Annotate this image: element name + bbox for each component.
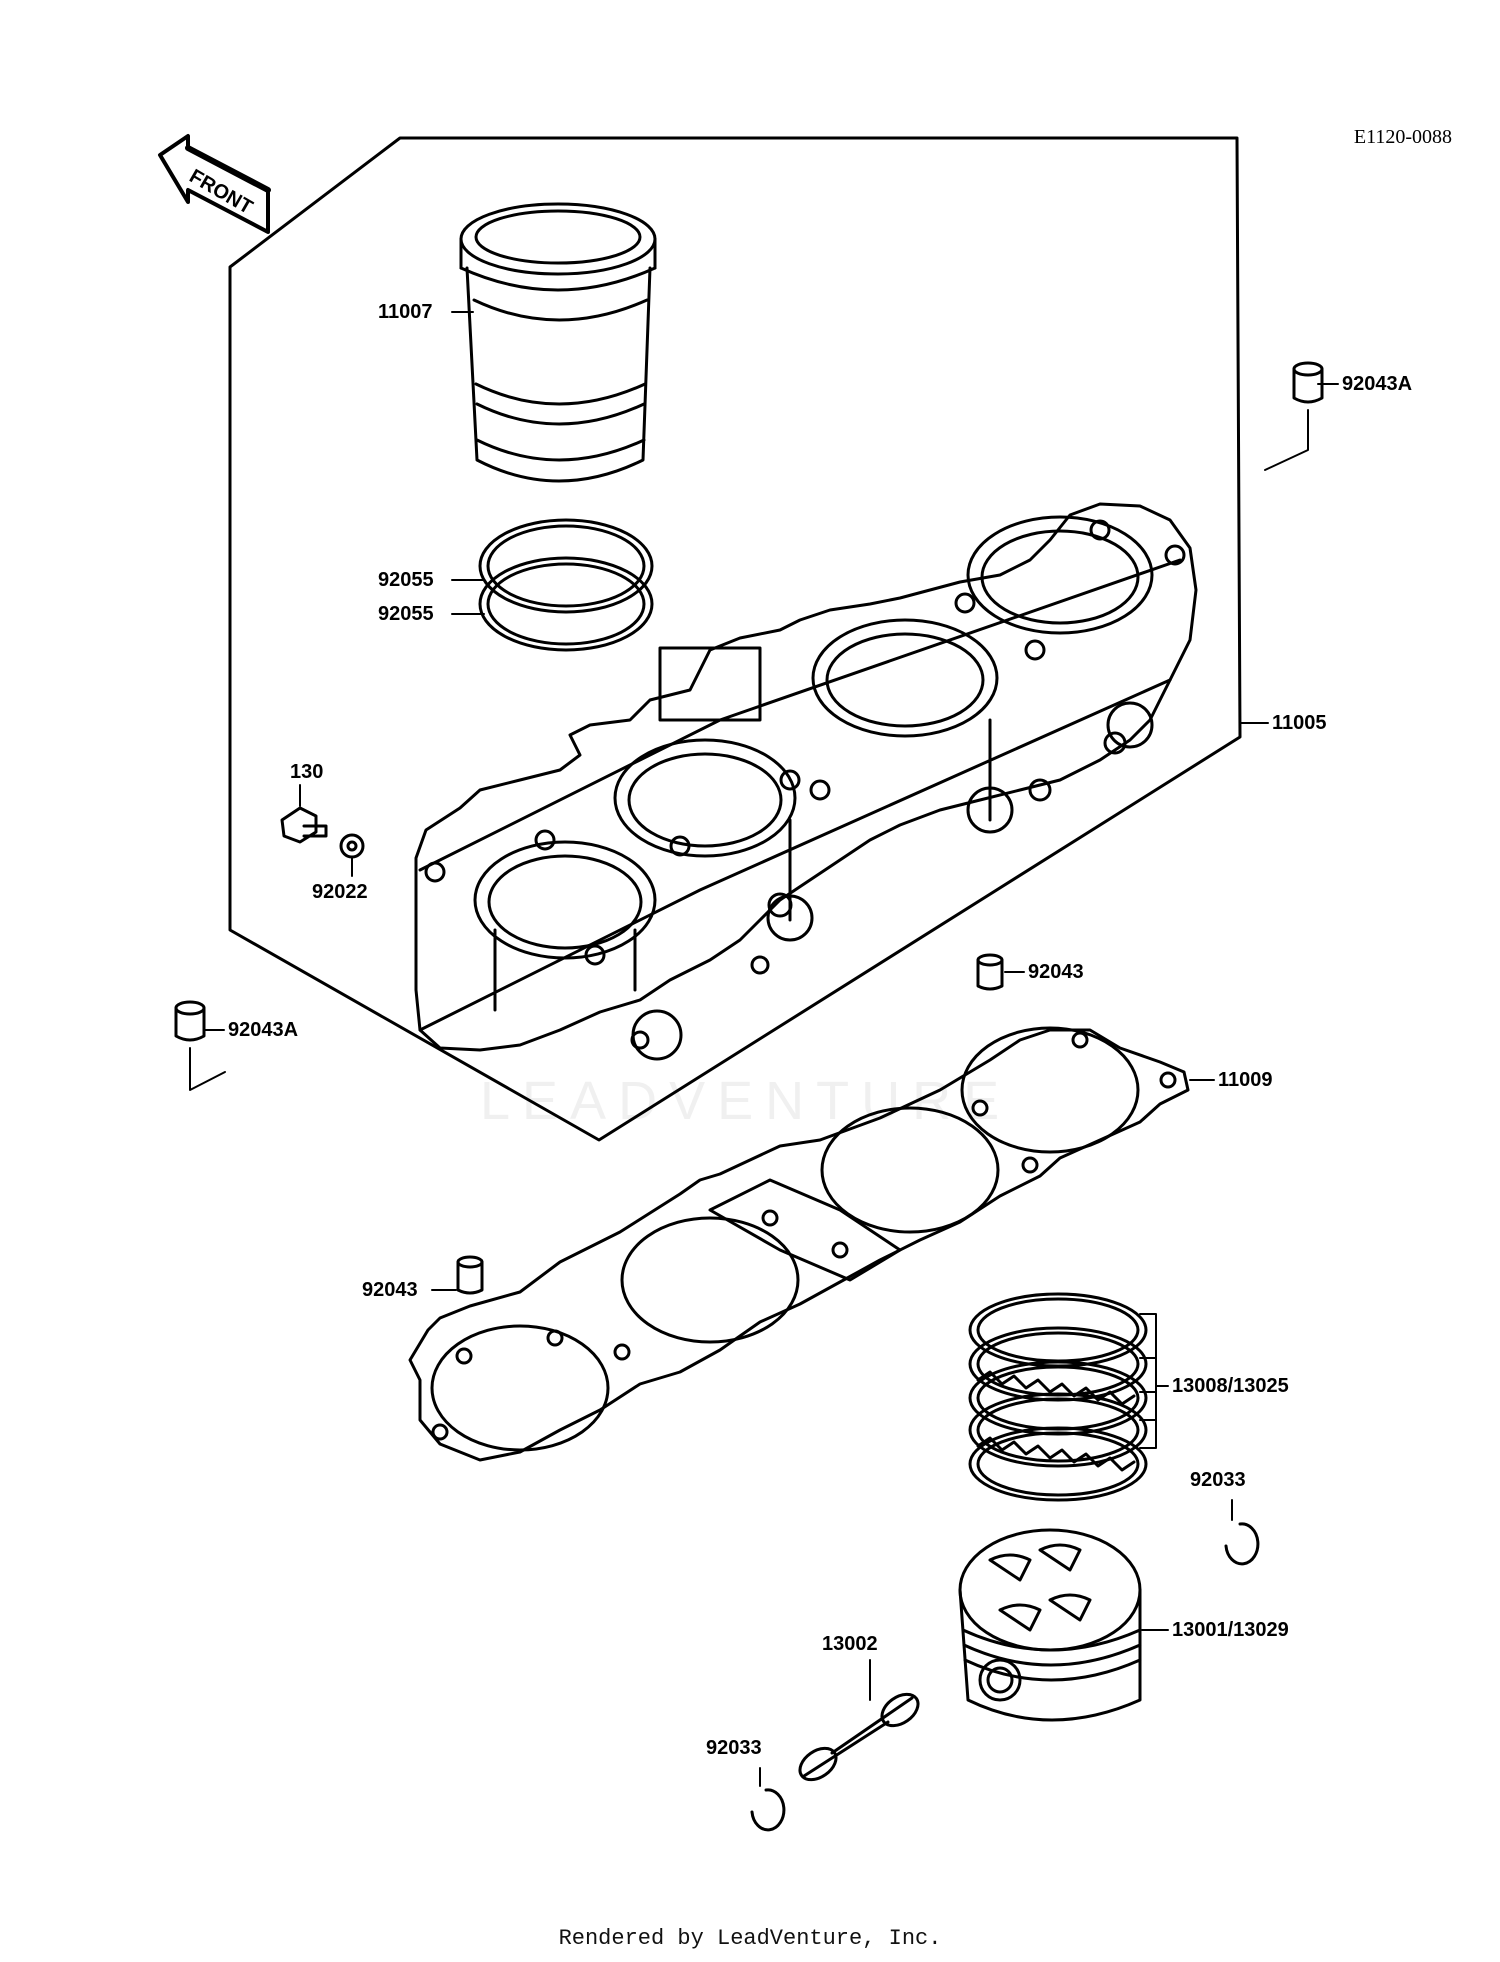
washer-part [341,835,363,857]
dowel-pin-left [176,1002,204,1040]
circlip-right-part [1226,1524,1258,1564]
leader-lines [190,312,1338,1786]
o-ring-parts [480,520,652,650]
callout-13002: 13002 [822,1633,878,1655]
callout-92033-left: 92033 [706,1737,762,1759]
front-arrow-icon [160,136,268,232]
dowel-pin-low [458,1257,482,1293]
callout-11009: 11009 [1218,1069,1273,1091]
footer-credit: Rendered by LeadVenture, Inc. [558,1926,942,1951]
callout-92055-lower: 92055 [378,603,434,625]
cylinder-block-part [416,504,1196,1059]
diagram-code: E1120-0088 [1353,126,1452,148]
callout-92043-mid: 92043 [1028,961,1084,983]
callout-92043a-left: 92043A [228,1019,299,1041]
callout-92033-right: 92033 [1190,1469,1246,1491]
cylinder-sleeve-part [461,204,655,481]
callout-130: 130 [290,761,324,783]
dowel-pin-mid [978,955,1002,989]
dowel-pin-top-right [1294,363,1322,402]
callout-11005: 11005 [1272,712,1327,734]
piston-part [960,1530,1140,1720]
callout-92022: 92022 [312,881,368,903]
callout-13001-13029: 13001/13029 [1172,1619,1289,1641]
gasket-part [410,1028,1188,1460]
assembly-boundary [230,138,1240,1140]
callout-13008-13025: 13008/13025 [1172,1375,1289,1397]
bolt-part [282,808,326,842]
piston-pin-part [794,1688,924,1786]
callout-92055-upper: 92055 [378,569,434,591]
piston-ring-set-part [970,1294,1146,1500]
callout-92043a-top: 92043A [1342,373,1413,395]
callout-92043-low: 92043 [362,1279,418,1301]
callout-11007: 11007 [378,301,433,323]
circlip-left-part [752,1790,784,1830]
